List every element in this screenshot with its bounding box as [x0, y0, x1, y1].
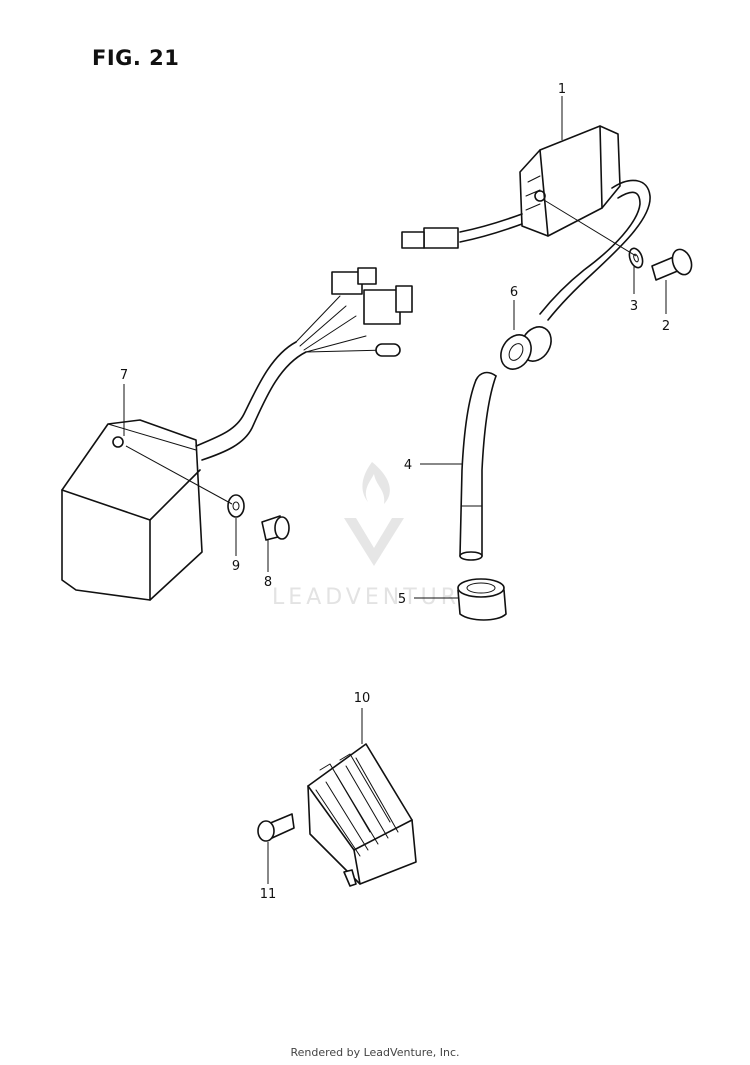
watermark-v-icon: [344, 518, 404, 566]
callout-3: 3: [630, 299, 638, 314]
callout-1: 1: [558, 82, 566, 97]
part-8-screw: [261, 515, 290, 541]
callout-9: 9: [232, 559, 240, 574]
callouts: 1 2 3 4 5 6 7 8 9 10 11: [120, 82, 670, 902]
callout-8: 8: [264, 575, 272, 590]
callout-11: 11: [260, 887, 277, 902]
callout-7: 7: [120, 368, 128, 383]
part-7-unit: [61, 267, 413, 601]
leader-lines: [123, 96, 667, 884]
figure-title: FIG. 21: [92, 46, 180, 70]
part-5-cap: [457, 578, 507, 621]
callout-10: 10: [354, 691, 371, 706]
watermark: LEADVENTURE: [272, 462, 474, 610]
part-3-washer: [628, 247, 644, 269]
part-9-washer: [227, 494, 245, 518]
callout-4: 4: [404, 458, 412, 473]
part-1-unit: [401, 125, 651, 321]
footer-credit: Rendered by LeadVenture, Inc.: [290, 1046, 460, 1059]
part-2-screw: [651, 248, 693, 281]
part-4-pipe: [459, 371, 497, 561]
part-10-regulator: [307, 743, 417, 887]
part-6-grommet: [500, 326, 552, 370]
callout-2: 2: [662, 319, 670, 334]
part-11-screw: [257, 813, 295, 842]
watermark-flame-icon: [362, 462, 390, 504]
callout-5: 5: [398, 592, 406, 607]
callout-6: 6: [510, 285, 518, 300]
